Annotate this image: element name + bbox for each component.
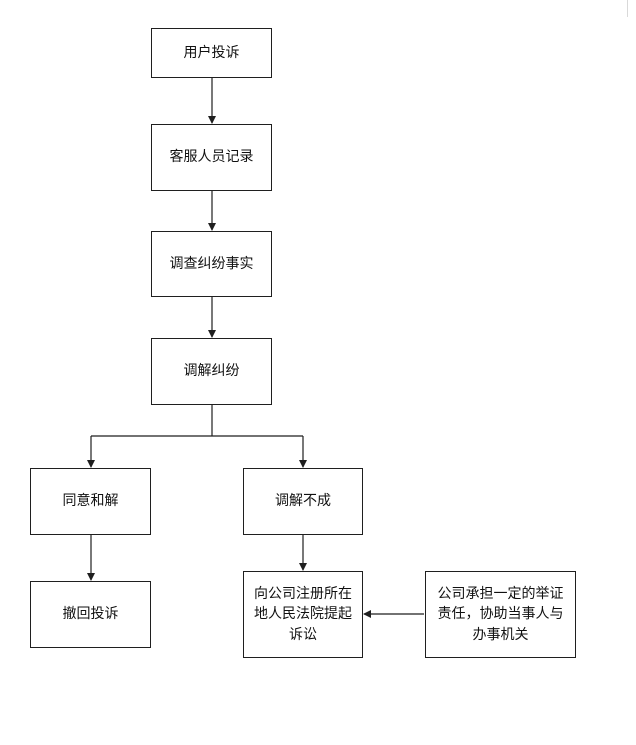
corner-divider — [627, 0, 628, 17]
node-agree: 同意和解 — [30, 468, 151, 535]
node-user-complaint-label: 用户投诉 — [183, 44, 240, 61]
node-lawsuit-label: 向公司注册所在地人民法院提起诉讼 — [254, 586, 352, 643]
node-withdraw: 撤回投诉 — [30, 581, 151, 648]
node-mediate: 调解纠纷 — [151, 338, 272, 405]
node-lawsuit: 向公司注册所在地人民法院提起诉讼 — [243, 571, 363, 658]
node-mediate-label: 调解纠纷 — [183, 363, 240, 380]
node-company-duty-label: 公司承担一定的举证责任，协助当事人与办事机关 — [437, 586, 564, 643]
node-user-complaint: 用户投诉 — [151, 28, 272, 78]
node-cs-record: 客服人员记录 — [151, 124, 272, 191]
node-cs-record-label: 客服人员记录 — [169, 149, 254, 166]
node-mediation-fail: 调解不成 — [243, 468, 363, 535]
node-agree-label: 同意和解 — [62, 493, 119, 510]
node-investigate: 调查纠纷事实 — [151, 231, 272, 297]
node-investigate-label: 调查纠纷事实 — [169, 255, 254, 272]
node-company-duty: 公司承担一定的举证责任，协助当事人与办事机关 — [425, 571, 576, 658]
node-mediation-fail-label: 调解不成 — [275, 493, 331, 510]
node-withdraw-label: 撤回投诉 — [62, 606, 119, 623]
